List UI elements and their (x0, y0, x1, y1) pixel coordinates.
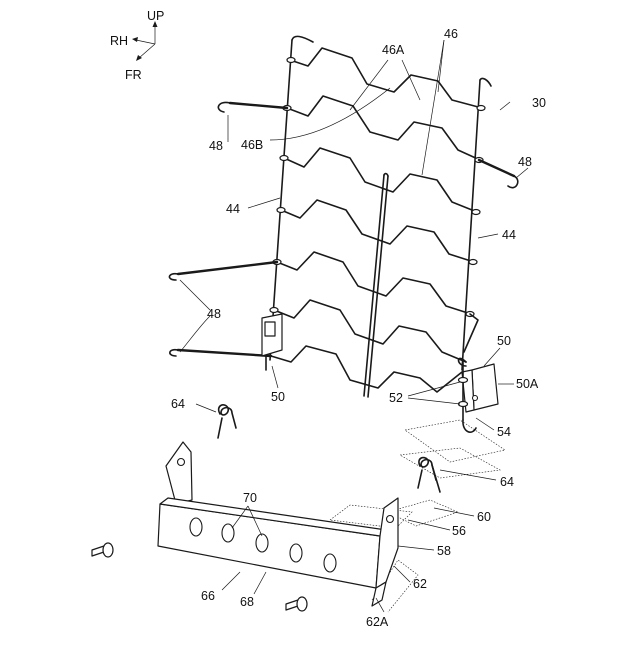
label-44-right: 44 (502, 228, 516, 242)
axis-rh-label: RH (110, 34, 128, 48)
label-48-upper-left: 48 (209, 139, 223, 153)
label-46b: 46B (241, 138, 263, 152)
label-52: 52 (389, 391, 403, 405)
label-44-left: 44 (226, 202, 240, 216)
left-bracket (262, 314, 282, 370)
label-70: 70 (243, 491, 257, 505)
label-62a: 62A (366, 615, 389, 629)
label-56: 56 (452, 524, 466, 538)
label-30: 30 (532, 96, 546, 110)
torsion-spring-left (218, 405, 236, 438)
label-62: 62 (413, 577, 427, 591)
spring-frame (169, 36, 517, 397)
label-50a: 50A (516, 377, 539, 391)
label-46a: 46A (382, 43, 405, 57)
axis-up-label: UP (147, 9, 164, 23)
label-60: 60 (477, 510, 491, 524)
label-58: 58 (437, 544, 451, 558)
label-48-right: 48 (518, 155, 532, 169)
label-50-right: 50 (497, 334, 511, 348)
label-64-right: 64 (500, 475, 514, 489)
label-64-left: 64 (171, 397, 185, 411)
torsion-spring-right (418, 458, 440, 492)
label-46: 46 (444, 27, 458, 41)
label-50-bottom: 50 (271, 390, 285, 404)
direction-indicator: UP RH FR (110, 9, 164, 82)
label-68: 68 (240, 595, 254, 609)
right-bracket (459, 362, 499, 432)
label-66: 66 (201, 589, 215, 603)
label-54: 54 (497, 425, 511, 439)
label-48-lower-left: 48 (207, 307, 221, 321)
axis-fr-label: FR (125, 68, 142, 82)
